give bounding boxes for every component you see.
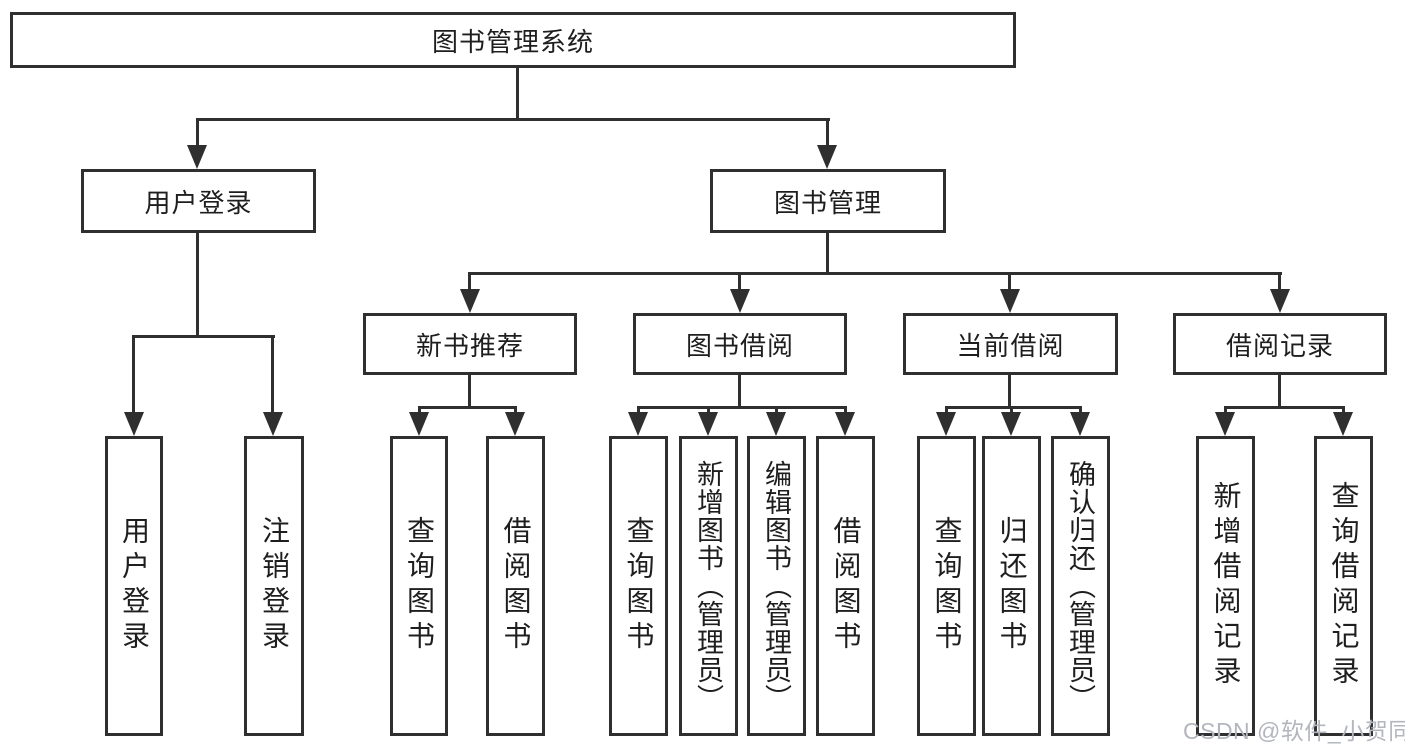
leaf-query-books-1: 查询图书 (390, 436, 448, 736)
leaf-add-borrow-record: 新增借阅记录 (1196, 436, 1255, 736)
connector-rail-book-borrow (637, 406, 847, 409)
arrow-down-icon (730, 289, 750, 313)
connector-rail-user-login (133, 335, 275, 338)
leaf-user-login-label: 用户登录 (119, 516, 150, 656)
connector-line-level3 (1008, 272, 1011, 294)
node-book-mgmt-label: 图书管理 (773, 187, 882, 218)
connector-line-leaf (945, 406, 948, 416)
connector-current-borrow-stem (1008, 375, 1011, 408)
node-user-login-label: 用户登录 (144, 187, 253, 218)
leaf-return-books: 归还图书 (982, 436, 1041, 736)
connector-line-leaf (1079, 406, 1082, 416)
arrow-down-icon (628, 412, 648, 436)
connector-line-leaf (1224, 406, 1227, 416)
node-book-borrow: 图书借阅 (633, 313, 847, 375)
leaf-edit-books-admin-label: 编辑图书（管理员） (761, 460, 791, 712)
connector-line-book-mgmt (826, 118, 829, 150)
connector-new-book-stem (468, 375, 471, 408)
connector-user-login-stem (196, 233, 199, 337)
arrow-down-icon (936, 412, 956, 436)
leaf-query-books-2-label: 查询图书 (623, 516, 655, 656)
arrow-down-icon (766, 412, 786, 436)
connector-line-level3 (468, 272, 471, 294)
csdn-watermark: CSDN @软件_小贺同学 (1183, 718, 1405, 744)
arrow-down-icon (1000, 289, 1020, 313)
leaf-borrow-books-2: 借阅图书 (816, 436, 875, 736)
node-borrow-records-label: 借阅记录 (1225, 330, 1334, 361)
connector-line-leaf (132, 335, 135, 415)
arrow-down-icon (817, 145, 837, 169)
arrow-down-icon (460, 289, 480, 313)
arrow-down-icon (1215, 412, 1235, 436)
arrow-down-icon (698, 412, 718, 436)
arrow-down-icon (263, 412, 283, 436)
leaf-add-borrow-record-label: 新增借阅记录 (1210, 481, 1242, 691)
connector-rail-borrow-records (1224, 406, 1345, 409)
connector-root-stem (516, 68, 519, 120)
node-new-book-recommend-label: 新书推荐 (415, 330, 524, 361)
leaf-query-borrow-record: 查询借阅记录 (1314, 436, 1373, 736)
leaf-borrow-books-1: 借阅图书 (486, 436, 545, 736)
leaf-query-books-1-label: 查询图书 (404, 516, 435, 656)
connector-line-leaf (418, 406, 421, 416)
leaf-logout: 注销登录 (244, 436, 304, 736)
connector-line-user-login (196, 118, 199, 150)
connector-line-leaf (707, 406, 710, 416)
connector-line-leaf (844, 406, 847, 416)
leaf-query-books-2: 查询图书 (609, 436, 668, 736)
node-book-mgmt: 图书管理 (710, 169, 946, 233)
node-root: 图书管理系统 (10, 12, 1016, 68)
arrow-down-icon (124, 412, 144, 436)
arrow-down-icon (187, 145, 207, 169)
node-book-borrow-label: 图书借阅 (685, 330, 794, 361)
leaf-borrow-books-2-label: 借阅图书 (830, 516, 862, 656)
leaf-confirm-return-admin: 确认归还（管理员） (1051, 436, 1110, 736)
arrow-down-icon (505, 412, 525, 436)
leaf-return-books-label: 归还图书 (996, 516, 1028, 656)
leaf-edit-books-admin: 编辑图书（管理员） (747, 436, 806, 736)
connector-line-leaf (637, 406, 640, 416)
arrow-down-icon (835, 412, 855, 436)
arrow-down-icon (409, 412, 429, 436)
connector-book-borrow-stem (738, 375, 741, 408)
connector-line-level3 (1278, 272, 1281, 294)
leaf-logout-label: 注销登录 (259, 516, 290, 656)
node-user-login: 用户登录 (81, 169, 316, 233)
connector-line-leaf (514, 406, 517, 416)
node-new-book-recommend: 新书推荐 (363, 313, 577, 375)
connector-rail-current-borrow (945, 406, 1082, 409)
leaf-add-books-admin: 新增图书（管理员） (679, 436, 738, 736)
connector-line-level3 (738, 272, 741, 294)
connector-borrow-records-stem (1278, 375, 1281, 408)
node-current-borrow: 当前借阅 (903, 313, 1118, 375)
leaf-confirm-return-admin-label: 确认归还（管理员） (1065, 460, 1095, 712)
connector-rail-level2 (197, 118, 830, 121)
node-current-borrow-label: 当前借阅 (956, 330, 1065, 361)
leaf-query-books-3-label: 查询图书 (931, 516, 963, 656)
connector-line-leaf (775, 406, 778, 416)
arrow-down-icon (1333, 412, 1353, 436)
arrow-down-icon (1001, 412, 1021, 436)
connector-rail-level3 (469, 272, 1282, 275)
leaf-borrow-books-1-label: 借阅图书 (500, 516, 532, 656)
connector-line-leaf (1010, 406, 1013, 416)
leaf-query-borrow-record-label: 查询借阅记录 (1328, 481, 1360, 691)
connector-line-leaf (271, 335, 274, 415)
connector-book-mgmt-stem (826, 233, 829, 274)
node-root-label: 图书管理系统 (431, 26, 594, 57)
arrow-down-icon (1070, 412, 1090, 436)
connector-line-leaf (1342, 406, 1345, 416)
node-borrow-records: 借阅记录 (1173, 313, 1387, 375)
leaf-user-login: 用户登录 (105, 436, 163, 736)
leaf-add-books-admin-label: 新增图书（管理员） (693, 460, 723, 712)
arrow-down-icon (1270, 289, 1290, 313)
connector-rail-new-book (418, 406, 517, 409)
leaf-query-books-3: 查询图书 (917, 436, 976, 736)
